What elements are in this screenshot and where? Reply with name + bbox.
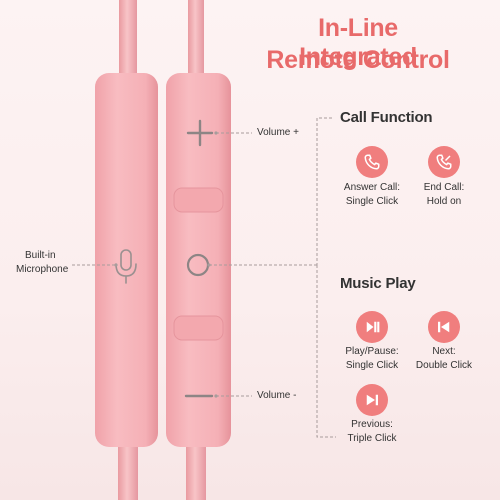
- answer-call-label-line1: Answer Call:: [343, 182, 401, 193]
- call-function-heading: Call Function: [340, 109, 433, 126]
- end-call-label-line2: Hold on: [426, 196, 462, 207]
- previous-track-label-line1: Previous:: [351, 419, 393, 430]
- right-cable-top: [188, 0, 204, 80]
- volume-down-label: Volume -: [257, 390, 297, 401]
- leader-dot-volume-up: [214, 131, 218, 135]
- answer-call-icon: [356, 146, 388, 178]
- bracket-call-function: [316, 117, 332, 265]
- end-call-label: End Call: Hold on: [404, 181, 484, 209]
- bracket-music-play: [316, 265, 336, 438]
- right-cable-bottom: [186, 430, 206, 500]
- play-pause-label-line1: Play/Pause:: [345, 346, 399, 357]
- next-track-label-line1: Next:: [432, 346, 456, 357]
- left-cable-bottom: [118, 430, 138, 500]
- previous-track-label-line2: Triple Click: [347, 433, 397, 444]
- play-pause-icon: [356, 311, 388, 343]
- left-remote-body: [95, 73, 158, 447]
- next-track-label-line2: Double Click: [415, 360, 473, 371]
- microphone-label: Built-in Microphone: [16, 249, 86, 277]
- volume-up-label: Volume +: [257, 127, 299, 138]
- left-cable-top: [119, 0, 137, 80]
- end-call-icon: [428, 146, 460, 178]
- title-line-2: Remote Control: [266, 46, 450, 74]
- microphone-icon: [115, 249, 137, 284]
- volume-up-icon: [186, 119, 214, 147]
- answer-call-label: Answer Call: Single Click: [332, 181, 412, 209]
- previous-track-icon: [356, 384, 388, 416]
- right-remote-body: [166, 73, 231, 447]
- next-track-label: Next: Double Click: [404, 345, 484, 373]
- end-call-label-line1: End Call:: [423, 182, 465, 193]
- answer-call-label-line2: Single Click: [345, 196, 399, 207]
- leader-dot-center: [207, 263, 211, 267]
- previous-track-label: Previous: Triple Click: [332, 418, 412, 446]
- play-pause-label-line2: Single Click: [345, 360, 399, 371]
- title-line-1: In-Line Integrated: [299, 14, 417, 71]
- next-track-icon: [428, 311, 460, 343]
- music-play-heading: Music Play: [340, 275, 416, 292]
- microphone-label-line1: Built-in: [25, 250, 56, 261]
- remote-divider-lower: [173, 315, 224, 341]
- leader-dot-volume-down: [214, 394, 218, 398]
- microphone-label-line2: Microphone: [16, 264, 69, 275]
- leader-dot-mic: [114, 263, 118, 267]
- remote-divider-upper: [173, 187, 224, 213]
- play-pause-label: Play/Pause: Single Click: [332, 345, 412, 373]
